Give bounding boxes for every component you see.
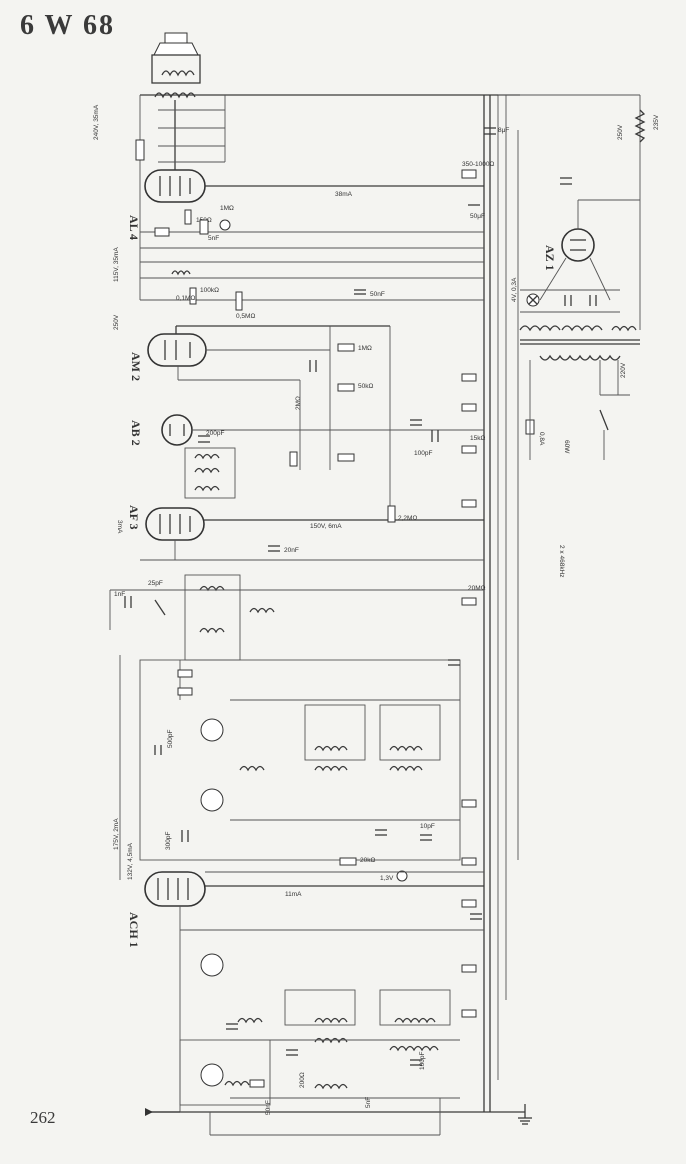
ach1-voltage-a-label: 175V, 2mA bbox=[113, 818, 120, 850]
tube-al4: AL 4 bbox=[127, 169, 206, 240]
af3-voltage-label: 3mA bbox=[116, 520, 123, 534]
am2-voltage-label: 115V, 35mA bbox=[113, 247, 120, 282]
tube-label-am2: AM 2 bbox=[129, 352, 143, 381]
ach1-current-label: 11mA bbox=[285, 891, 302, 898]
al4-voltage-label: 240V, 35mA bbox=[93, 104, 100, 140]
cap-100pf-b-label: 100pF bbox=[419, 1052, 426, 1070]
cap-50nf-b-label: 50nF bbox=[265, 1100, 272, 1115]
mains-label: 220V bbox=[620, 362, 627, 378]
r-1mohm-label: 1MΩ bbox=[358, 345, 372, 352]
tube-ab2: AB 2 bbox=[129, 414, 193, 446]
ground-icon bbox=[518, 1104, 532, 1125]
r-100k-label: 100kΩ bbox=[200, 287, 219, 294]
tube-af3: AF 3 bbox=[127, 505, 205, 541]
cap-10pf-label: 10pF bbox=[420, 823, 435, 830]
tube-label-al4: AL 4 bbox=[127, 215, 141, 240]
am2-supply-label: 250V bbox=[113, 314, 120, 330]
if-transformer-2 bbox=[184, 574, 275, 661]
tube-ach1: ACH 1 bbox=[127, 871, 206, 948]
fuse-label: 0,8A bbox=[538, 432, 545, 446]
cap-8uf-label: 8μF bbox=[498, 127, 509, 134]
tone-network bbox=[140, 219, 484, 311]
rf-input-section bbox=[179, 930, 477, 1112]
cap-50mf-label: 50μF bbox=[470, 213, 485, 220]
power-transformer bbox=[519, 325, 640, 396]
page-number: 262 bbox=[30, 1108, 56, 1127]
af3-current-label: 150V, 6mA bbox=[310, 523, 342, 530]
band-note: 2 x 468kHz bbox=[558, 545, 565, 578]
cap-50nf-label: 50nF bbox=[370, 291, 385, 298]
band-switch-oscillator bbox=[139, 659, 477, 861]
lamp-label: 4V, 0,3A bbox=[511, 277, 518, 302]
r-200-label: 200Ω bbox=[299, 1072, 306, 1088]
pos-235v-label: 235V bbox=[653, 114, 660, 130]
tube-label-az1: AZ 1 bbox=[543, 245, 557, 271]
ach1-voltage-b-label: 132V, 4,5mA bbox=[127, 842, 134, 880]
r-20kohm-label: 20kΩ bbox=[360, 857, 375, 864]
r-01mohm-label: 0,1MΩ bbox=[176, 295, 195, 302]
al4-current-label: 38mA bbox=[335, 191, 353, 198]
tube-az1: AZ 1 bbox=[543, 228, 595, 271]
page-title: 6 W 68 bbox=[20, 10, 115, 41]
cap-500pf-label: 500pF bbox=[167, 730, 174, 748]
if-transformer-1 bbox=[184, 447, 236, 499]
tone-pot-label: 1MΩ bbox=[220, 205, 234, 212]
ab2-cap-label: 200pF bbox=[206, 430, 224, 437]
cap-5nf-label: 5nF bbox=[208, 235, 219, 242]
cap-20nf-label: 20nF bbox=[284, 547, 299, 554]
pilot-lamp bbox=[526, 293, 540, 307]
cap-100pf-label: 100pF bbox=[414, 450, 432, 457]
r-2mohm-label: 2MΩ bbox=[295, 396, 302, 410]
antenna-input-icon bbox=[145, 1108, 180, 1116]
r-15k-label: 15kΩ bbox=[470, 435, 485, 442]
speaker-switches bbox=[158, 95, 226, 163]
bus-lines bbox=[140, 94, 641, 1113]
transformer-power-label: 60W bbox=[563, 440, 570, 454]
r-22mohm-label: 2,2MΩ bbox=[398, 515, 417, 522]
r-350-label: 350-1000Ω bbox=[462, 161, 494, 168]
ach1-bias-label: 1,3V bbox=[380, 875, 394, 882]
r-05mohm-label: 0,5MΩ bbox=[236, 313, 255, 320]
tube-label-af3: AF 3 bbox=[127, 505, 141, 530]
r-20mohm-label: 20MΩ bbox=[468, 585, 486, 592]
cap-5nf-b-label: 5nF bbox=[365, 1097, 372, 1108]
tube-label-ach1: ACH 1 bbox=[127, 912, 141, 948]
cap-300pf-label: 300pF bbox=[165, 832, 172, 850]
tube-am2: AM 2 bbox=[129, 333, 207, 381]
tube-label-ab2: AB 2 bbox=[129, 420, 143, 446]
speaker-icon bbox=[151, 32, 201, 99]
cap-1nf-label: 1nF bbox=[114, 591, 125, 598]
r-50k-label: 50kΩ bbox=[358, 383, 373, 390]
cap-25pf-label: 25pF bbox=[148, 580, 163, 587]
pos-250v-label: 250V bbox=[617, 124, 624, 140]
